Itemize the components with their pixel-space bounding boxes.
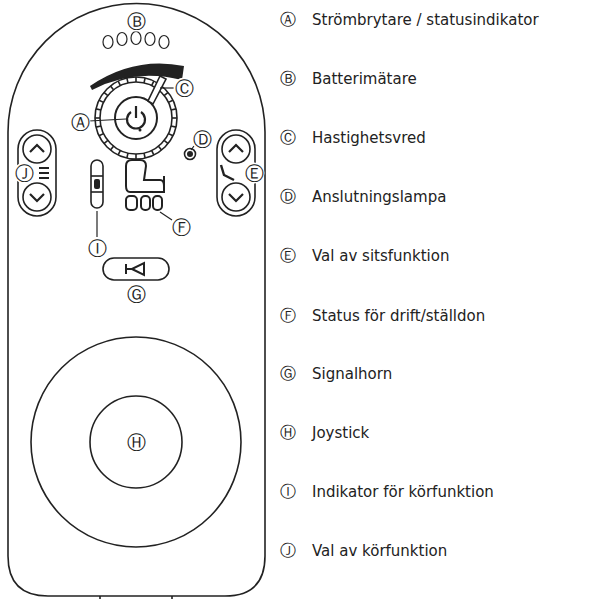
knob-tooth [164,92,168,95]
part-name: Anslutningslampa [312,189,446,206]
knob-tooth [158,146,161,150]
knob-tooth [144,153,145,158]
housing-outline [8,3,265,596]
knob-tooth [172,117,177,119]
knob-tooth [96,109,101,110]
knob-tooth [110,86,113,90]
legend-letter: Ⓖ [280,365,296,383]
callout-letter: Ⓕ [171,217,192,238]
part-name: Indikator för körfunktion [312,484,494,501]
callout-letter: Ⓓ [192,129,213,150]
knob-tooth [104,140,108,143]
joystick-knob [90,396,182,488]
part-name: Hastighetsvred [312,130,426,147]
knob-tooth [144,78,145,83]
knob-tooth [118,150,120,155]
knob-tooth [171,109,176,110]
speed-knob [95,77,177,159]
part-name: Batterimätare [312,71,417,88]
knob-tooth [152,81,154,86]
callout-letter: Ⓑ [126,11,147,32]
knob-pointer [148,76,166,104]
legend-letter: Ⓓ [280,188,296,206]
callout-letter: Ⓙ [14,163,35,184]
callout-letter: Ⓘ [87,238,108,259]
callout-letter: Ⓔ [244,163,265,184]
knob-tooth [171,126,176,127]
knob-tooth [118,81,120,86]
horn-button [103,258,169,280]
knob-tooth [168,134,173,136]
legend-letter: Ⓑ [280,70,296,88]
knob-tooth [135,77,137,82]
part-name: Joystick [312,425,369,442]
callout-letter: Ⓒ [174,78,195,99]
knob-tooth [99,134,104,136]
power-symbol [127,106,145,132]
callout-letter: Ⓐ [70,112,91,133]
legend-letter: Ⓐ [280,11,296,29]
callout-letter: Ⓗ [126,432,147,453]
knob-tooth [110,146,113,150]
knob-tooth [95,117,100,119]
knob-tooth [164,140,168,143]
callout-letter: Ⓖ [126,284,147,305]
knob-tooth [99,100,104,102]
knob-tooth [96,126,101,127]
knob-tooth [152,150,154,155]
connection-lamp [185,149,196,160]
knob-tooth [135,154,137,159]
knob-tooth [127,78,128,83]
wheelchair-status-icon [126,160,164,210]
legend-letter: Ⓒ [280,129,296,147]
knob-tooth [168,100,173,102]
part-name: Val av körfunktion [312,543,447,560]
legend-letter: Ⓘ [280,483,296,501]
drive-function-indicator [91,160,103,208]
part-name: Strömbrytare / statusindikator [312,12,539,29]
leader-lines [89,88,194,237]
legend-letter: Ⓔ [280,247,296,265]
part-name: Val av sitsfunktion [312,248,449,265]
knob-tooth [127,153,128,158]
legend-letter: Ⓕ [280,307,296,325]
legend-letter: Ⓙ [280,542,296,560]
part-name: Status för drift/ställdon [312,308,485,325]
knob-tooth [104,92,108,95]
part-name: Signalhorn [312,366,392,383]
joystick-base [31,337,241,547]
battery-gauge [103,32,169,49]
legend-letter: Ⓗ [280,424,296,442]
